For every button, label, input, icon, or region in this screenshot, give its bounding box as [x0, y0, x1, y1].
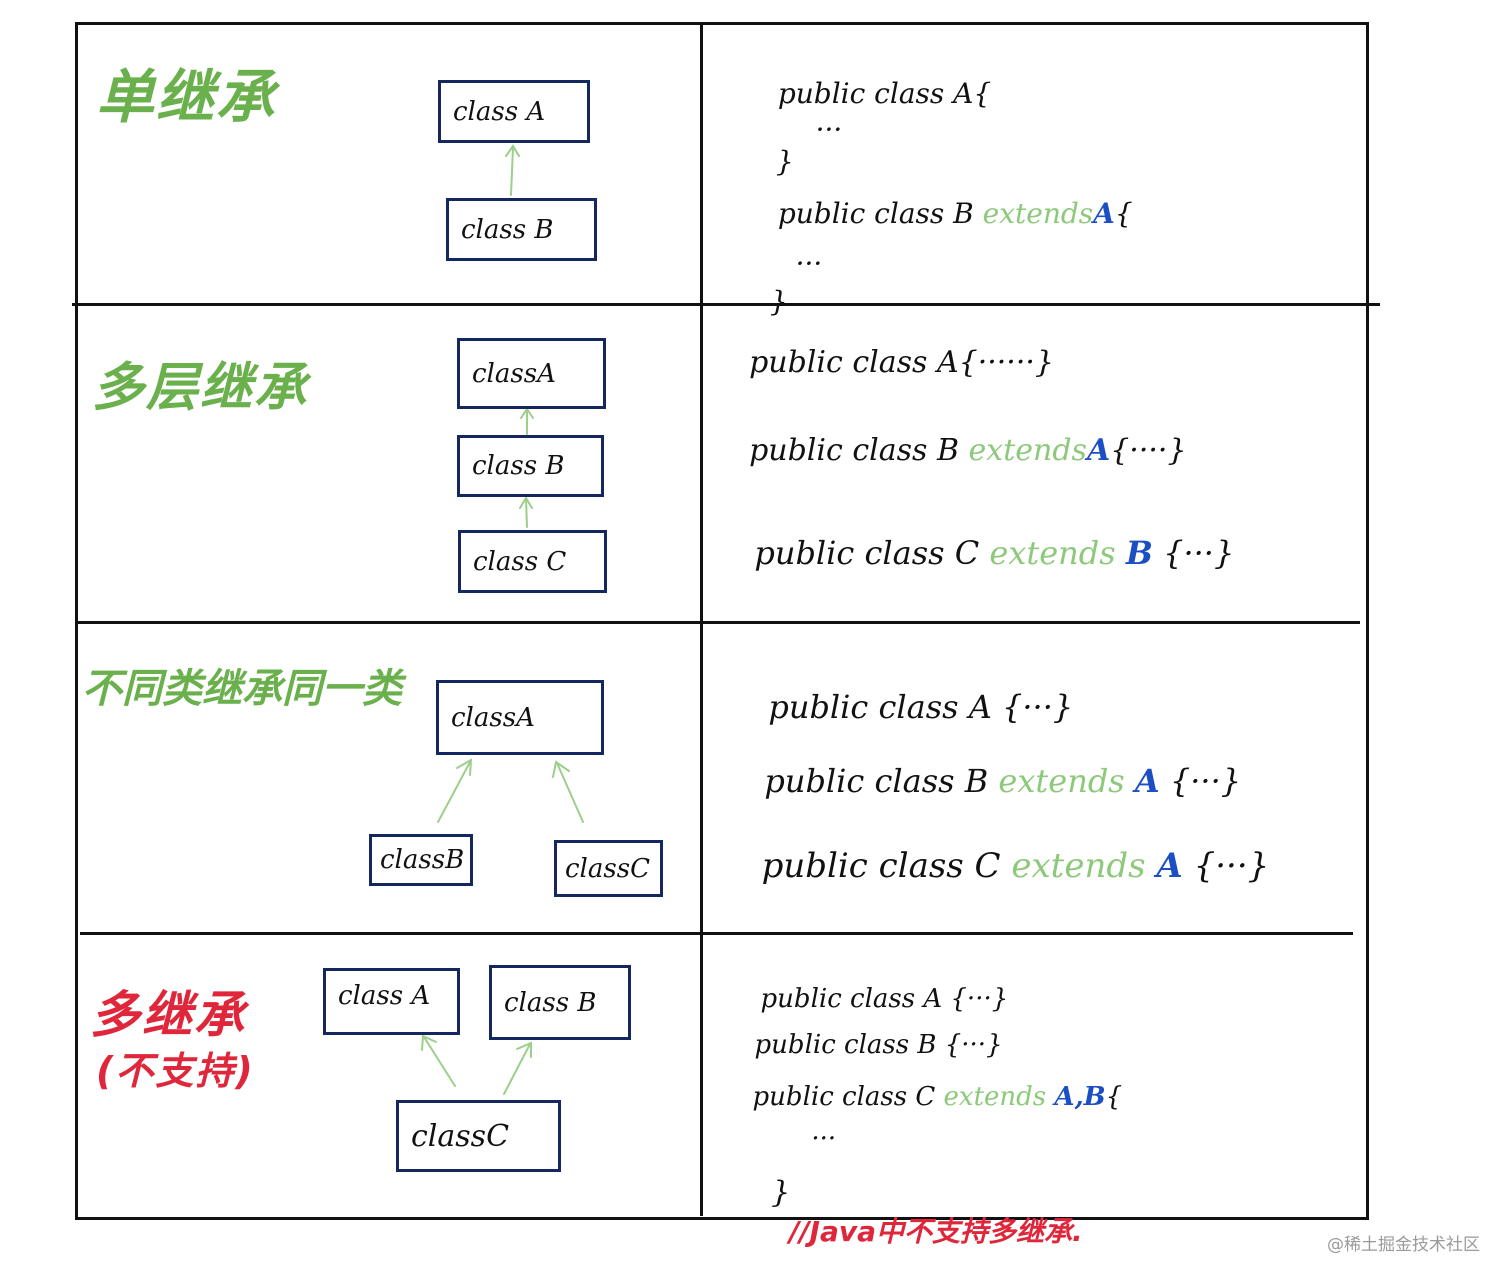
- extends-keyword: extends: [1011, 846, 1146, 886]
- table-frame: [75, 22, 1369, 1220]
- code-line: public class A {···}: [768, 688, 1074, 726]
- row-divider-2: [78, 621, 1360, 624]
- parent-class-name: B: [1125, 534, 1153, 572]
- class-box-a: class A: [323, 968, 460, 1035]
- code-line: public class A {···}: [760, 984, 1009, 1014]
- code-line: ···: [786, 1124, 837, 1154]
- code-line: }: [775, 145, 794, 178]
- java-comment: //Java中不支持多继承.: [789, 1215, 1083, 1248]
- row-divider-1: [72, 303, 1380, 306]
- class-box-c: classC: [396, 1100, 561, 1172]
- row-subtitle-not-supported: (不支持): [96, 1049, 255, 1093]
- row-title-hierarchical-inheritance: 不同类继承同一类: [82, 666, 402, 712]
- extends-keyword: extends: [982, 197, 1094, 230]
- parent-class-name: A: [1093, 197, 1115, 230]
- code-line: public class C extends B {···}: [754, 534, 1235, 572]
- arrow-head: [519, 496, 533, 509]
- extends-keyword: extends: [989, 534, 1116, 572]
- code-line: public class A{······}: [749, 345, 1054, 380]
- code-line: public class B extends A {···}: [764, 762, 1242, 800]
- parent-class-name: A: [1086, 433, 1111, 468]
- arrow-c-to-b: [503, 1043, 531, 1095]
- code-line: ···: [777, 247, 823, 280]
- arrow-head: [520, 407, 534, 419]
- parent-class-name: A: [1156, 846, 1183, 886]
- arrow-b-to-a: [510, 146, 514, 196]
- code-line: public class C extends A,B{: [752, 1082, 1123, 1112]
- arrow-c-to-a: [556, 762, 584, 823]
- code-line: public class A{: [777, 77, 992, 110]
- closing-brace: }: [771, 1175, 791, 1210]
- row-divider-3: [80, 932, 1353, 935]
- arrow-head: [552, 760, 570, 778]
- code-line: } //Java中不支持多继承.: [752, 1140, 1083, 1250]
- class-box-b: classB: [369, 834, 473, 886]
- extends-keyword: extends: [968, 433, 1087, 468]
- class-box-b: class B: [446, 198, 597, 261]
- arrow-b-to-a: [437, 761, 471, 823]
- code-line: public class B {···}: [754, 1030, 1003, 1060]
- class-box-a: classA: [436, 680, 604, 755]
- code-line: public class B extendsA{····}: [749, 433, 1187, 468]
- code-line: ···: [797, 113, 843, 146]
- row-title-single-inheritance: 单继承: [96, 63, 277, 131]
- class-box-b: class B: [457, 435, 604, 497]
- parent-class-name: A: [1134, 762, 1160, 800]
- arrow-head: [516, 1041, 532, 1058]
- class-box-a: class A: [438, 80, 590, 143]
- arrow-head: [456, 758, 473, 776]
- watermark: @稀土掘金技术社区: [1327, 1235, 1480, 1255]
- arrow-c-to-a: [423, 1036, 456, 1087]
- arrow-head: [505, 144, 520, 157]
- class-box-c: classC: [554, 840, 663, 897]
- column-divider: [700, 22, 703, 1216]
- class-box-c: class C: [458, 530, 607, 593]
- arrow-head: [421, 1034, 437, 1051]
- row-title-multilevel-inheritance: 多层继承: [92, 358, 309, 418]
- extends-keyword: extends: [943, 1082, 1047, 1112]
- parent-class-name: A,B: [1054, 1082, 1106, 1112]
- code-line: public class B extendsA{: [777, 197, 1133, 230]
- class-box-b: class B: [489, 965, 631, 1040]
- extends-keyword: extends: [998, 762, 1125, 800]
- row-title-multiple-inheritance: 多继承: [90, 986, 246, 1044]
- arrow-c-to-b: [525, 498, 528, 528]
- code-line: public class C extends A {···}: [761, 846, 1270, 886]
- code-line: }: [769, 285, 788, 318]
- class-box-a: classA: [457, 338, 606, 409]
